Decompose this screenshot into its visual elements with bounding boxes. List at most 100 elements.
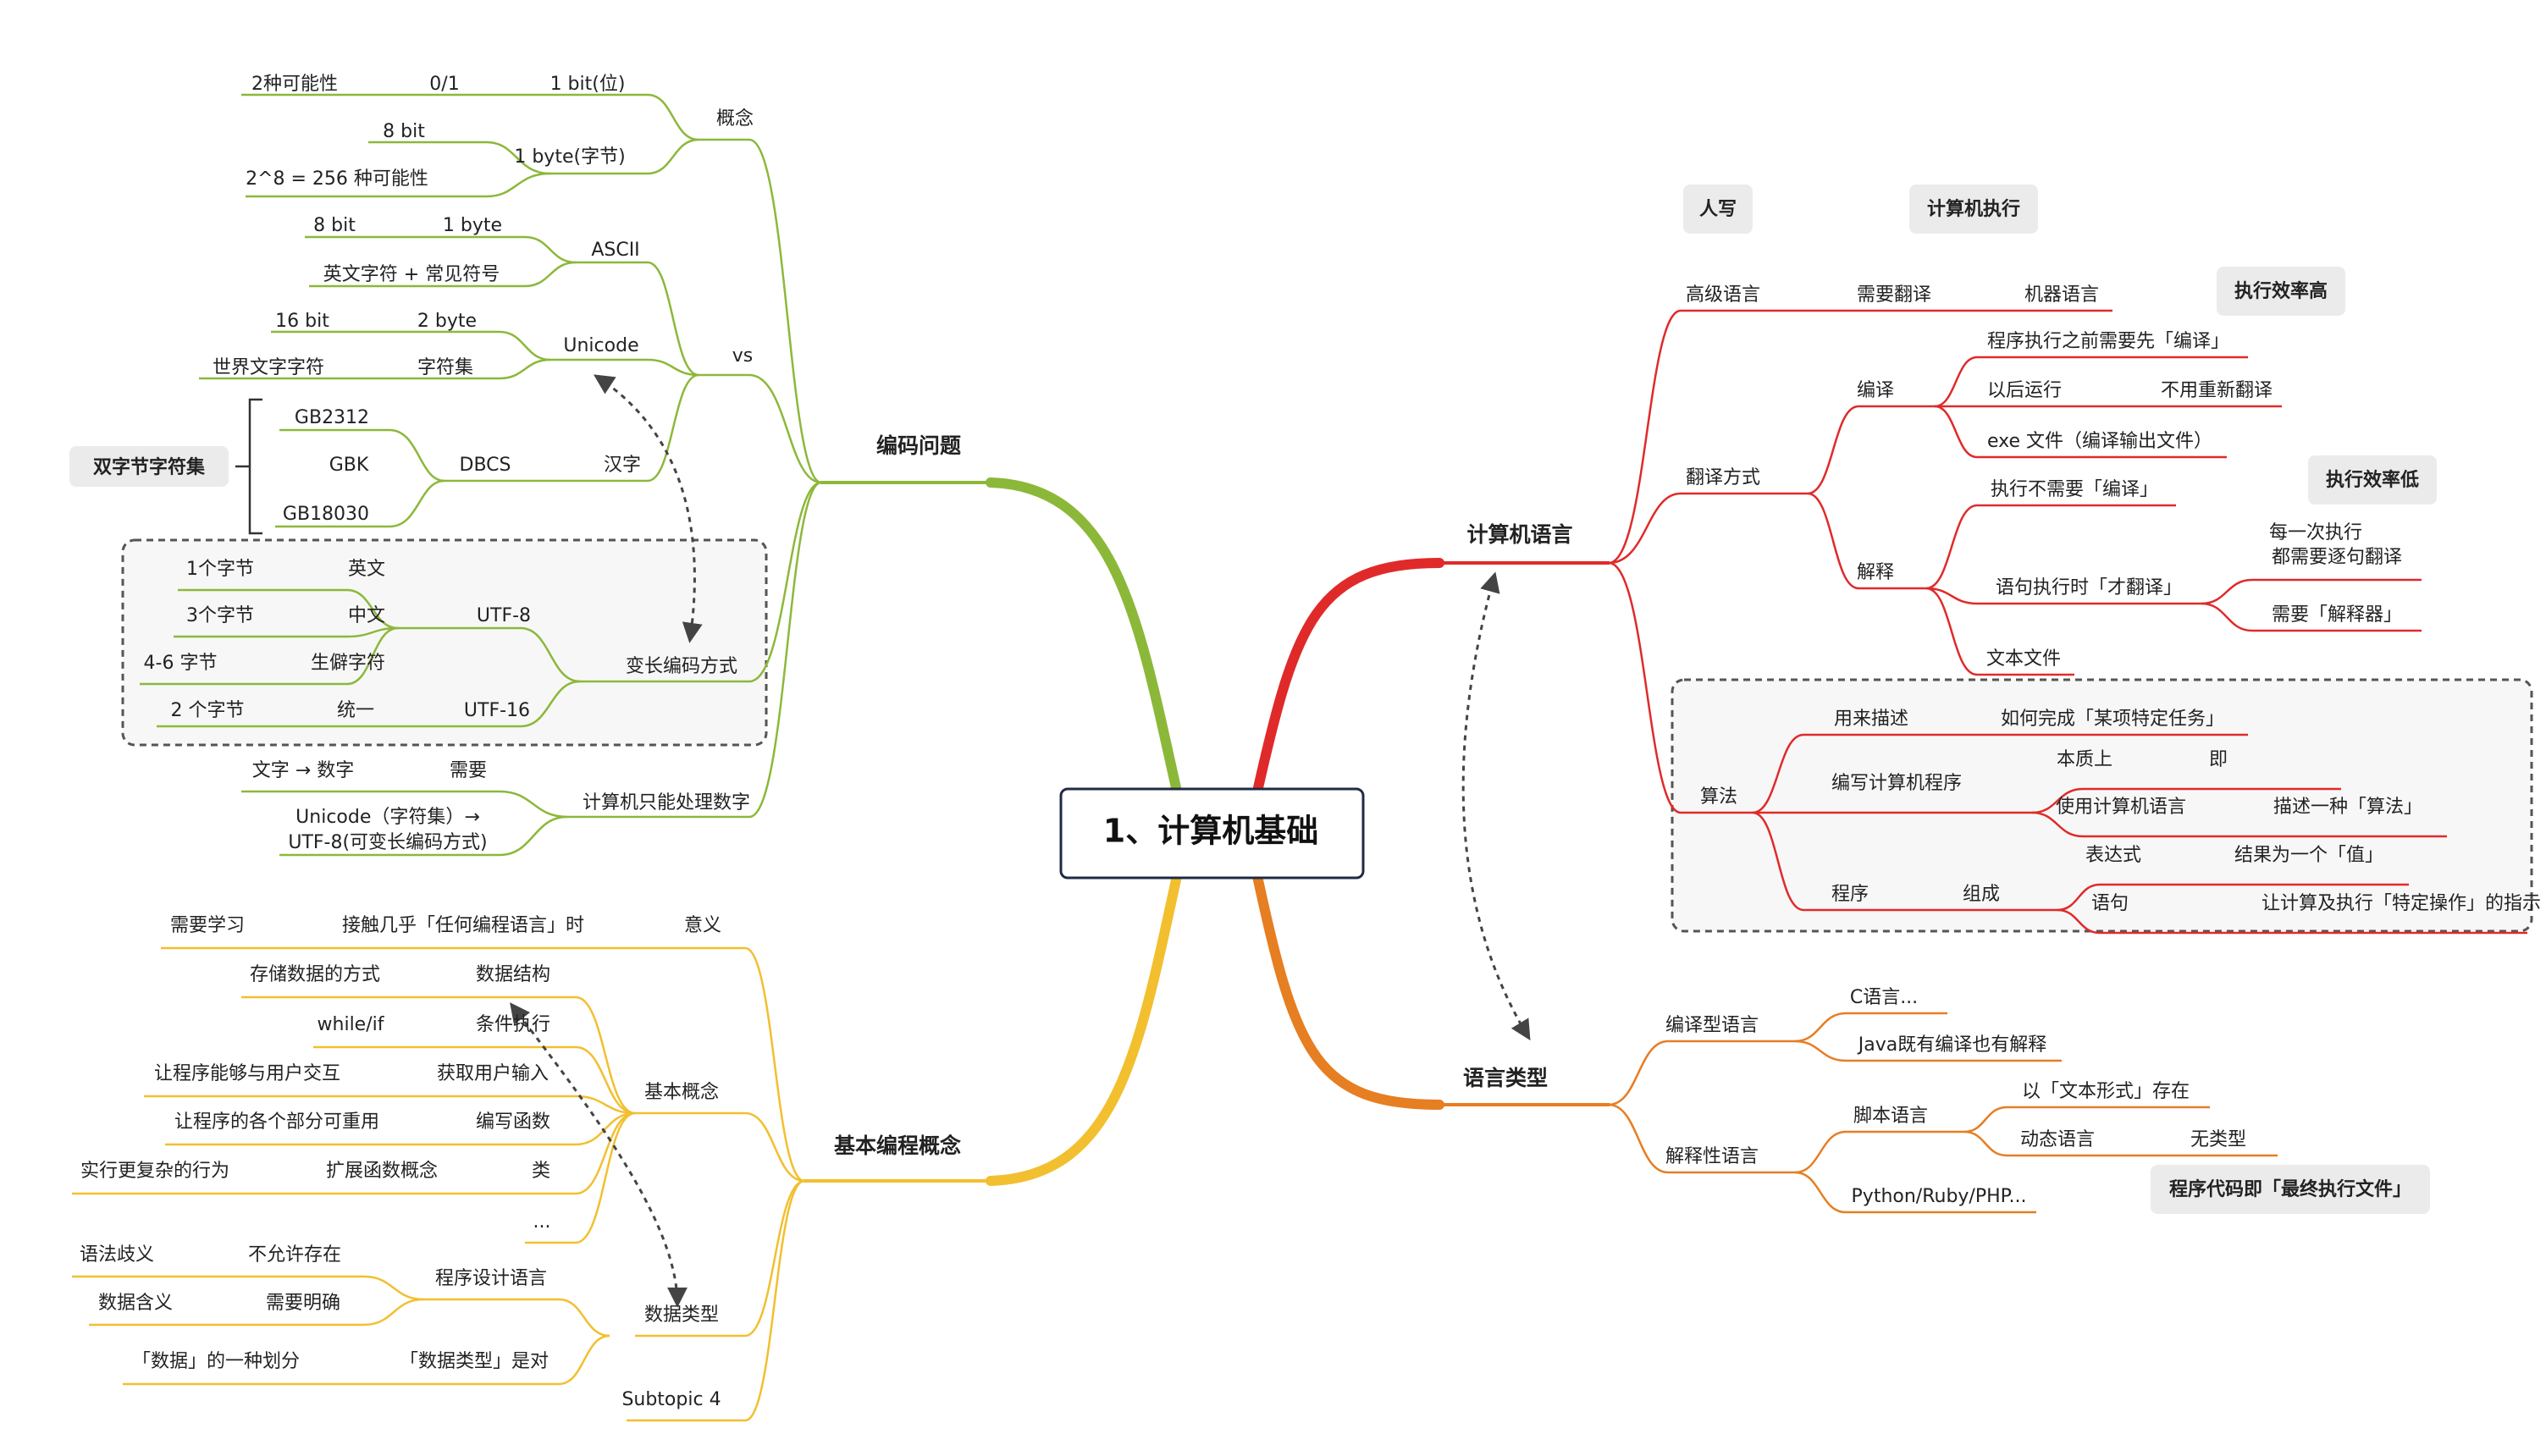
node-no-retranslate[interactable]: 不用重新翻译 xyxy=(2161,380,2273,401)
node-high[interactable]: 高级语言 xyxy=(1686,284,1760,306)
node-must-clear[interactable]: 需要明确 xyxy=(266,1293,340,1314)
node-only-numbers[interactable]: 计算机只能处理数字 xyxy=(583,792,750,813)
node-translate[interactable]: 翻译方式 xyxy=(1686,467,1760,488)
node-rare[interactable]: 生僻字符 xyxy=(311,653,385,674)
node-ascii-chars[interactable]: 英文字符 + 常见符号 xyxy=(323,264,500,285)
node-english[interactable]: 英文 xyxy=(348,559,385,580)
node-contact[interactable]: 接触几乎「任何编程语言」时 xyxy=(342,915,584,936)
node-describe[interactable]: 用来描述 xyxy=(1834,709,1908,730)
node-u-16bit[interactable]: 16 bit xyxy=(275,311,329,332)
root-node-box[interactable] xyxy=(1059,787,1365,880)
node-unicode-utf8-line2[interactable]: UTF-8(可变长编码方式) xyxy=(288,832,487,853)
node-utf16[interactable]: UTF-16 xyxy=(464,700,530,721)
node-datatype[interactable]: 数据类型 xyxy=(644,1304,719,1326)
node-ji[interactable]: 即 xyxy=(2209,749,2228,770)
node-unified[interactable]: 统一 xyxy=(337,700,374,721)
node-compose[interactable]: 组成 xyxy=(1963,884,2000,905)
node-subtopic[interactable]: Subtopic 4 xyxy=(621,1389,721,1410)
node-pow[interactable]: 2^8 = 256 种可能性 xyxy=(246,168,428,190)
node-use-lang[interactable]: 使用计算机语言 xyxy=(2056,797,2186,818)
node-input-desc[interactable]: 让程序能够与用户交互 xyxy=(154,1063,340,1084)
topic-encoding[interactable]: 编码问题 xyxy=(876,433,961,458)
node-c[interactable]: C语言... xyxy=(1850,987,1918,1008)
node-cls-desc[interactable]: 实行更复杂的行为 xyxy=(80,1161,229,1182)
node-describe-algo[interactable]: 描述一种「算法」 xyxy=(2273,797,2422,818)
node-how-task[interactable]: 如何完成「某项特定任务」 xyxy=(2001,709,2224,730)
node-each-exec-line2[interactable]: 都需要逐句翻译 xyxy=(2272,547,2402,568)
node-each-exec-line1[interactable]: 每一次执行 xyxy=(2269,522,2362,543)
node-one-byte[interactable]: 1个字节 xyxy=(186,559,254,580)
node-cls[interactable]: 类 xyxy=(532,1161,550,1182)
node-ambig[interactable]: 语法歧义 xyxy=(80,1244,154,1266)
node-need-interp[interactable]: 需要「解释器」 xyxy=(2272,604,2402,626)
node-8bit[interactable]: 8 bit xyxy=(383,121,425,142)
node-cond[interactable]: 条件执行 xyxy=(476,1014,550,1035)
node-pl[interactable]: 程序设计语言 xyxy=(435,1268,547,1289)
node-ds-desc[interactable]: 存储数据的方式 xyxy=(250,964,380,985)
node-need-learn[interactable]: 需要学习 xyxy=(170,915,245,936)
node-compile[interactable]: 编译 xyxy=(1857,380,1894,401)
topic-langtype[interactable]: 语言类型 xyxy=(1463,1066,1548,1090)
node-java[interactable]: Java既有编译也有解释 xyxy=(1857,1034,2046,1056)
node-compile-1[interactable]: 程序执行之前需要先「编译」 xyxy=(1987,331,2229,352)
node-u-world[interactable]: 世界文字字符 xyxy=(213,357,324,378)
node-data-meaning[interactable]: 数据含义 xyxy=(98,1293,173,1314)
node-gb18030[interactable]: GB18030 xyxy=(283,504,369,525)
node-hanzi[interactable]: 汉字 xyxy=(604,455,641,476)
node-varlen[interactable]: 变长编码方式 xyxy=(626,656,737,677)
node-perform[interactable]: 让计算及执行「特定操作」的指示 xyxy=(2262,893,2541,914)
node-ascii-8bit[interactable]: 8 bit xyxy=(313,215,356,236)
node-ascii-1byte[interactable]: 1 byte xyxy=(443,215,502,236)
node-interpret[interactable]: 解释 xyxy=(1857,562,1894,583)
node-two-byte[interactable]: 2 个字节 xyxy=(171,700,245,721)
node-ascii[interactable]: ASCII xyxy=(591,240,639,261)
node-compile-3[interactable]: exe 文件（编译输出文件） xyxy=(1987,431,2212,452)
node-cond-desc[interactable]: while/if xyxy=(318,1014,385,1035)
node-ellipsis[interactable]: ... xyxy=(533,1211,551,1233)
node-compiled[interactable]: 编译型语言 xyxy=(1665,1015,1759,1036)
node-bit[interactable]: 1 bit(位) xyxy=(550,74,626,95)
node-concept[interactable]: 概念 xyxy=(716,108,754,130)
topic-computer[interactable]: 计算机语言 xyxy=(1466,522,1572,547)
node-gb2312[interactable]: GB2312 xyxy=(295,407,369,428)
node-func[interactable]: 编写函数 xyxy=(476,1111,550,1133)
node-u-2byte[interactable]: 2 byte xyxy=(417,311,477,332)
node-untyped[interactable]: 无类型 xyxy=(2190,1129,2246,1150)
node-need[interactable]: 需要 xyxy=(450,760,487,781)
node-dt-is[interactable]: 「数据类型」是对 xyxy=(400,1351,549,1372)
node-text-file[interactable]: 文本文件 xyxy=(1986,648,2061,670)
node-essence[interactable]: 本质上 xyxy=(2057,749,2112,770)
node-zero-one[interactable]: 0/1 xyxy=(429,74,459,95)
node-utf8[interactable]: UTF-8 xyxy=(477,605,531,626)
node-input[interactable]: 获取用户输入 xyxy=(437,1063,549,1084)
node-need-translate[interactable]: 需要翻译 xyxy=(1857,284,1931,306)
node-interp-1[interactable]: 执行不需要「编译」 xyxy=(1991,479,2158,500)
node-interpreted[interactable]: 解释性语言 xyxy=(1665,1146,1759,1167)
node-func-desc[interactable]: 让程序的各个部分可重用 xyxy=(174,1111,379,1133)
node-expr[interactable]: 表达式 xyxy=(2085,845,2141,866)
node-python[interactable]: Python/Ruby/PHP... xyxy=(1852,1186,2027,1207)
topic-basic[interactable]: 基本编程概念 xyxy=(834,1133,961,1158)
node-byte[interactable]: 1 byte(字节) xyxy=(514,146,625,168)
node-gbk[interactable]: GBK xyxy=(329,455,369,476)
node-text-form[interactable]: 以「文本形式」存在 xyxy=(2022,1081,2190,1102)
node-machine-lang[interactable]: 机器语言 xyxy=(2024,284,2099,306)
node-vs[interactable]: vs xyxy=(732,345,753,367)
node-result-value[interactable]: 结果为一个「值」 xyxy=(2234,845,2383,866)
node-compile-2[interactable]: 以后运行 xyxy=(1987,380,2062,401)
node-four-six[interactable]: 4-6 字节 xyxy=(144,653,218,674)
node-ds[interactable]: 数据结构 xyxy=(476,964,550,985)
node-write-prog[interactable]: 编写计算机程序 xyxy=(1831,773,1962,794)
root-topic[interactable]: 1、计算机基础 xyxy=(1103,813,1318,850)
node-text-to-num[interactable]: 文字 → 数字 xyxy=(252,760,354,781)
node-interp-2[interactable]: 语句执行时「才翻译」 xyxy=(1996,577,2182,598)
node-meaning[interactable]: 意义 xyxy=(684,915,721,936)
node-script[interactable]: 脚本语言 xyxy=(1853,1106,1928,1127)
node-dynamic[interactable]: 动态语言 xyxy=(2020,1129,2095,1150)
node-basic-concept[interactable]: 基本概念 xyxy=(644,1082,719,1103)
node-dt-div[interactable]: 「数据」的一种划分 xyxy=(132,1351,300,1372)
node-three-byte[interactable]: 3个字节 xyxy=(186,605,254,626)
node-unicode-utf8-line1[interactable]: Unicode（字符集）→ xyxy=(295,807,480,828)
node-dbcs[interactable]: DBCS xyxy=(460,455,511,476)
node-algo[interactable]: 算法 xyxy=(1700,786,1737,808)
